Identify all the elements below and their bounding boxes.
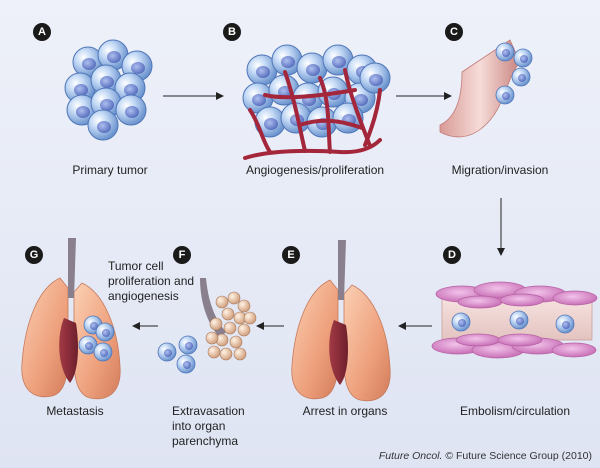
stage-a-label: Primary tumor	[72, 163, 148, 177]
flow-arrows	[132, 92, 505, 330]
primary-tumor-illustration	[64, 39, 153, 141]
stage-e-label: Arrest in organs	[302, 404, 388, 418]
tumor-cell-proliferation-note: Tumor cell proliferation and angiogenesi…	[108, 259, 195, 303]
stage-g-label: Metastasis	[46, 404, 104, 418]
stage-b-badge: B	[223, 23, 241, 41]
figure-credit: Future Oncol. © Future Science Group (20…	[379, 450, 592, 462]
embolism-illustration	[431, 281, 598, 359]
stage-c-label: Migration/invasion	[451, 163, 549, 177]
stage-f-label: Extravasation into organ parenchyma	[172, 404, 245, 448]
credit-copyright: © Future Science Group (2010)	[442, 450, 592, 462]
stage-e-badge: E	[282, 246, 300, 264]
lungs-arrest-illustration	[291, 239, 391, 402]
stage-c-badge: C	[445, 23, 463, 41]
stage-d-label: Embolism/circulation	[459, 404, 571, 418]
migration-illustration	[439, 39, 533, 138]
stage-a-badge: A	[33, 23, 51, 41]
stage-d-badge: D	[443, 246, 461, 264]
stage-g-badge: G	[25, 246, 43, 264]
stage-f-badge: F	[173, 246, 191, 264]
extravasation-illustration	[157, 278, 257, 374]
credit-journal: Future Oncol.	[378, 450, 443, 462]
angiogenesis-illustration	[242, 44, 391, 160]
stage-b-label: Angiogenesis/proliferation	[245, 163, 385, 177]
